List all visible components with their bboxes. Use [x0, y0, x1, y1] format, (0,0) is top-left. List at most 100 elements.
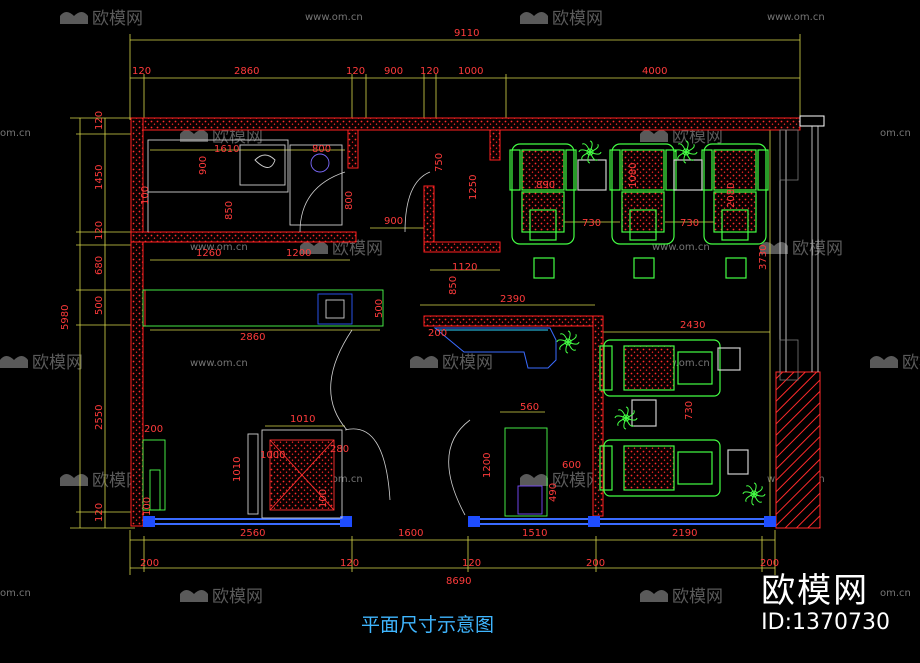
- sofa-area: [433, 327, 557, 369]
- dimension-label: 1010: [232, 457, 243, 482]
- watermark-brand: 欧模网: [32, 353, 83, 373]
- top-dimension-label: 900: [384, 66, 403, 77]
- plant-icon: [556, 330, 580, 354]
- side-cabinet: [577, 159, 607, 191]
- watermark-url: www.om.cn: [652, 242, 710, 253]
- sofa-logo-icon: [520, 12, 548, 24]
- bottom-dimension-label: 200: [140, 558, 159, 569]
- dimension-label: 280: [330, 444, 349, 455]
- watermark-logo: 欧模网: [60, 9, 143, 29]
- overall-height-label: 5980: [60, 305, 71, 330]
- dimension-label: 200: [428, 328, 447, 339]
- plant-icon: [742, 482, 766, 506]
- watermark-url: om.cn: [0, 128, 31, 139]
- massage-bed: [599, 439, 721, 497]
- dimension-label: 1200: [482, 453, 493, 478]
- sofa-logo-icon: [60, 12, 88, 24]
- dimension-label: 2860: [240, 332, 265, 343]
- bottom-dimension-label: 2560: [240, 528, 265, 539]
- dimension-label: 100: [142, 497, 153, 516]
- brand-block: 欧模网 ID:1370730: [761, 572, 890, 636]
- counter: [142, 289, 384, 327]
- right-partition: [779, 126, 819, 381]
- watermark-url: www.om.cn: [305, 12, 363, 23]
- dimension-label: 1000: [260, 450, 285, 461]
- brand-name: 欧模网: [761, 571, 870, 611]
- watermark-brand: 欧模网: [792, 239, 843, 259]
- massage-chair: [609, 143, 677, 279]
- watermark-logo: 欧模网: [180, 587, 263, 607]
- watermark-logo: 欧模网: [300, 239, 383, 259]
- sofa-logo-icon: [0, 356, 28, 368]
- window-strips: [143, 518, 765, 525]
- watermark-logo: 欧模网: [520, 471, 603, 491]
- dimension-lines: [70, 34, 801, 575]
- dimension-label: 750: [434, 153, 445, 172]
- sofa-logo-icon: [300, 242, 328, 254]
- top-dimension-label: 120: [346, 66, 365, 77]
- exterior-hatch: [775, 371, 821, 529]
- watermark-brand: 欧模网: [552, 471, 603, 491]
- overall-width-label: 9110: [454, 28, 479, 39]
- plants: [556, 140, 766, 506]
- watermark-logo: 欧模网: [640, 587, 723, 607]
- bathroom-fixtures: [147, 139, 343, 232]
- top-dimension-label: 120: [132, 66, 151, 77]
- dimension-label: 1250: [468, 175, 479, 200]
- sofa-logo-icon: [870, 356, 898, 368]
- watermark-url: www.om.cn: [190, 242, 248, 253]
- watermark-brand: 欧模网: [672, 587, 723, 607]
- sofa-logo-icon: [640, 130, 668, 142]
- side-cabinet: [631, 347, 749, 475]
- door-swings: [299, 171, 471, 516]
- left-dimension-label: 120: [94, 221, 105, 240]
- dimension-label: 1080: [628, 163, 639, 188]
- overall-bottom-label: 8690: [446, 576, 471, 587]
- walls: [130, 117, 801, 527]
- top-dimension-label: 4000: [642, 66, 667, 77]
- watermark-logo: 欧模网: [870, 353, 920, 373]
- bottom-dimension-label: 1600: [398, 528, 423, 539]
- dimension-label: 730: [680, 218, 699, 229]
- sofa-logo-icon: [180, 130, 208, 142]
- right-dimension-label: 3730: [758, 245, 769, 270]
- dimension-label: 2390: [500, 294, 525, 305]
- bottom-dimension-label: 2190: [672, 528, 697, 539]
- plant-icon: [578, 140, 602, 164]
- massage-bed: [599, 339, 721, 397]
- watermark-url: www.om.cn: [652, 358, 710, 369]
- dimension-label: 2430: [680, 320, 705, 331]
- corner-column: [799, 115, 825, 127]
- tea-table: [247, 429, 343, 519]
- dimension-label: 1200: [286, 248, 311, 259]
- left-dimension-label: 500: [94, 296, 105, 315]
- watermark-brand: 欧模网: [332, 239, 383, 259]
- reception-cabinet: [504, 427, 548, 517]
- dimension-label: 100: [140, 186, 151, 205]
- watermark-brand: 欧模网: [672, 127, 723, 147]
- dimension-label: 890: [536, 180, 555, 191]
- top-dimension-label: 120: [420, 66, 439, 77]
- bottom-dimension-label: 1510: [522, 528, 547, 539]
- dimension-label: 1610: [214, 144, 239, 155]
- bottom-dimension-label: 200: [586, 558, 605, 569]
- watermark-logo: 欧模网: [760, 239, 843, 259]
- sofa-logo-icon: [180, 590, 208, 602]
- watermark-logo: 欧模网: [640, 127, 723, 147]
- watermark-logo: 欧模网: [0, 353, 83, 373]
- top-dimension-label: 1000: [458, 66, 483, 77]
- watermark-brand: 欧模网: [442, 353, 493, 373]
- dimension-label: 730: [582, 218, 601, 229]
- watermark-logo: 欧模网: [520, 9, 603, 29]
- dimension-label: 490: [548, 483, 559, 502]
- dimension-label: 850: [448, 276, 459, 295]
- dimension-label: 1260: [196, 248, 221, 259]
- bottom-dimension-label: 120: [340, 558, 359, 569]
- dimension-label: 800: [344, 191, 355, 210]
- dimension-label: 100: [318, 489, 329, 508]
- sofa-logo-icon: [60, 474, 88, 486]
- watermark-logo: 欧模网: [410, 353, 493, 373]
- dimension-label: 900: [384, 216, 403, 227]
- watermark-url: www.om.cn: [767, 12, 825, 23]
